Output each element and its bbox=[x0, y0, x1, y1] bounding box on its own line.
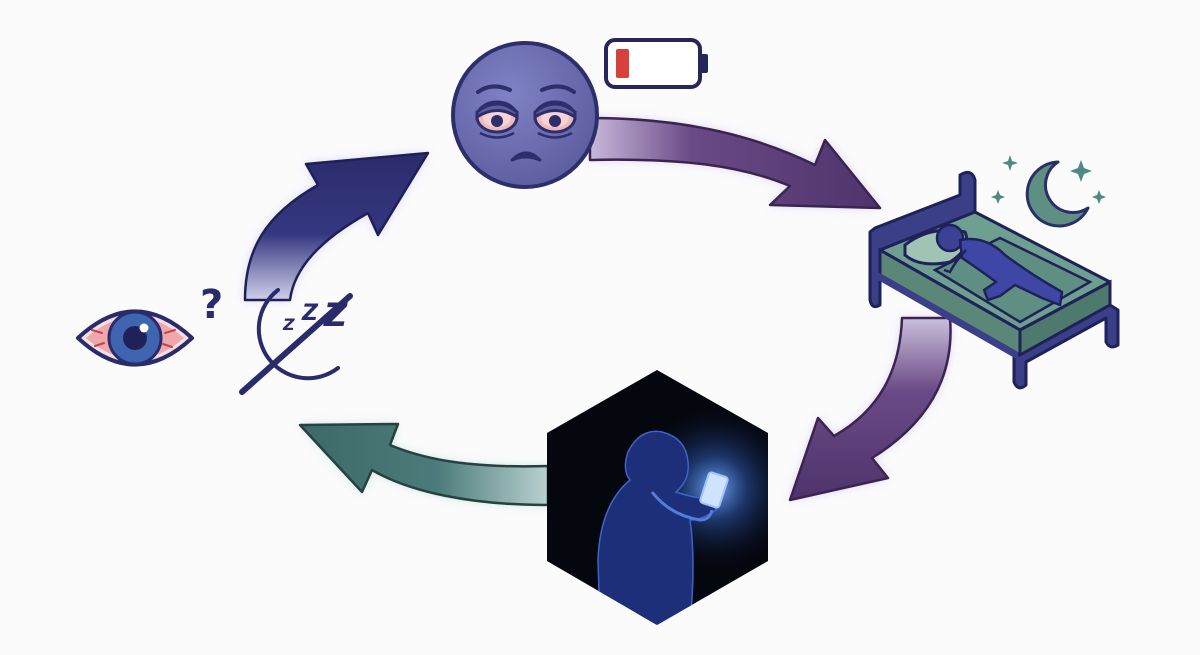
crescent-moon-icon bbox=[1025, 160, 1090, 228]
person-in-bed-icon bbox=[868, 155, 1120, 390]
red-eye-icon bbox=[76, 309, 194, 367]
z-small: Z bbox=[282, 315, 295, 334]
low-battery-icon bbox=[604, 38, 708, 89]
crossed-moon-icon: Z Z Z bbox=[239, 288, 353, 395]
cycle-arrows bbox=[243, 116, 952, 507]
star-icon bbox=[991, 155, 1106, 204]
exhausted-face-icon bbox=[451, 41, 599, 189]
arrow-to-face bbox=[243, 151, 430, 302]
question-mark: ? bbox=[200, 282, 223, 328]
arrow-to-eye bbox=[298, 422, 550, 507]
z-mid: Z bbox=[301, 301, 319, 326]
tired-eye-left bbox=[475, 100, 519, 139]
tired-eye-right bbox=[533, 100, 577, 139]
phone-at-night-icon bbox=[547, 370, 768, 625]
arrow-to-phone bbox=[788, 316, 952, 502]
z-large: Z bbox=[323, 296, 348, 334]
arrow-to-bed bbox=[588, 116, 882, 210]
sleeping-person bbox=[935, 223, 1064, 307]
